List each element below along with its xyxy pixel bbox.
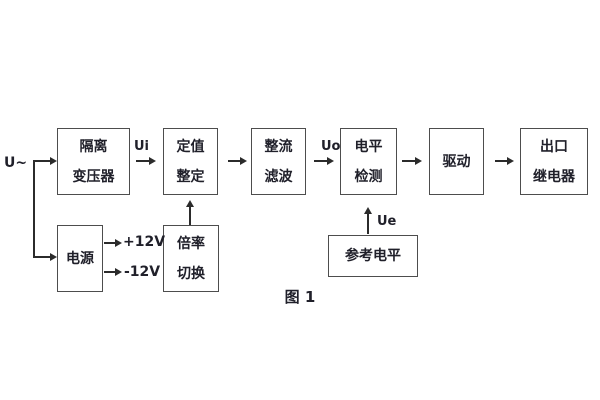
- signal-label-ue: Ue: [377, 214, 397, 229]
- figure-caption: 图 1: [284, 288, 316, 306]
- connector-line: [495, 160, 508, 162]
- block-label: 参考电平: [345, 248, 401, 264]
- block-ratio-switch: 倍率 切换: [163, 225, 219, 292]
- block-label: 滤波: [264, 168, 293, 185]
- block-output-relay: 出口 继电器: [520, 128, 588, 195]
- block-power-supply: 电源: [57, 225, 103, 292]
- block-label: 切换: [177, 265, 205, 282]
- connector-line: [314, 160, 328, 162]
- block-label: 电源: [66, 250, 94, 267]
- connector-line: [104, 271, 116, 273]
- block-label: 检测: [354, 168, 383, 185]
- arrowhead-right-icon: [115, 268, 122, 276]
- rail-label-minus12v: -12V: [124, 264, 161, 280]
- block-label: 驱动: [442, 153, 471, 170]
- block-label: 倍率: [177, 235, 205, 252]
- block-label: 出口: [540, 138, 568, 155]
- block-setting: 定值 整定: [163, 128, 218, 195]
- connector-line: [136, 160, 150, 162]
- block-reference-level: 参考电平: [328, 235, 418, 277]
- connector-line: [228, 160, 241, 162]
- block-label: 继电器: [533, 168, 575, 185]
- arrowhead-right-icon: [240, 157, 247, 165]
- arrowhead-right-icon: [115, 239, 122, 247]
- connector-line: [402, 160, 416, 162]
- arrowhead-right-icon: [327, 157, 334, 165]
- rail-label-plus12v: +12V: [123, 234, 166, 250]
- block-driver: 驱动: [429, 128, 484, 195]
- arrowhead-right-icon: [507, 157, 514, 165]
- connector-line: [104, 242, 116, 244]
- arrowhead-right-icon: [415, 157, 422, 165]
- arrowhead-right-icon: [149, 157, 156, 165]
- arrowhead-up-icon: [186, 200, 194, 207]
- connector-line: [33, 160, 35, 258]
- block-label: 整流: [264, 138, 293, 155]
- connector-line: [189, 207, 191, 225]
- block-isolation-transformer: 隔离 变压器: [57, 128, 130, 195]
- connector-line: [33, 256, 51, 258]
- connector-line: [367, 214, 369, 234]
- block-label: 定值: [176, 138, 205, 155]
- block-label: 整定: [176, 168, 205, 185]
- signal-label-ui: Ui: [134, 139, 150, 154]
- connector-line: [33, 160, 51, 162]
- block-label: 电平: [354, 138, 383, 155]
- arrowhead-up-icon: [364, 207, 372, 214]
- block-label: 变压器: [72, 168, 115, 185]
- arrowhead-right-icon: [50, 253, 57, 261]
- block-rectifier-filter: 整流 滤波: [251, 128, 306, 195]
- input-label-u-ac: U~: [4, 155, 28, 171]
- block-level-detection: 电平 检测: [340, 128, 397, 195]
- block-label: 隔离: [79, 138, 108, 155]
- signal-label-uo: Uo: [321, 139, 341, 154]
- arrowhead-right-icon: [50, 157, 57, 165]
